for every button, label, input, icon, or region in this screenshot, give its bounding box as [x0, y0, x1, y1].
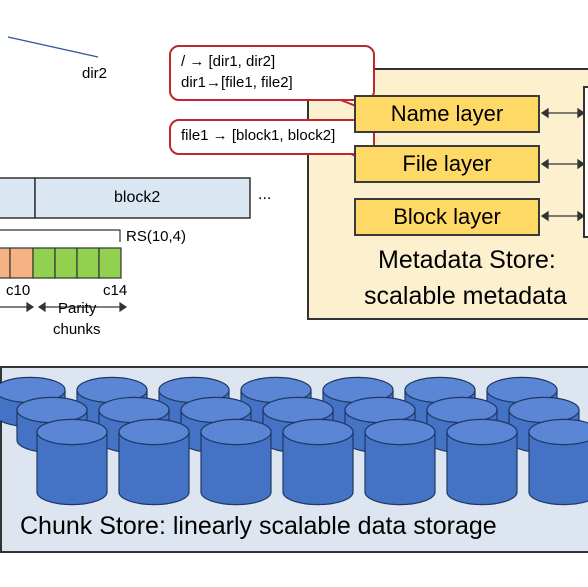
- disk-icon: [364, 418, 436, 506]
- parity-chunk-cell: [32, 247, 56, 279]
- disk-icon: [446, 418, 518, 506]
- disk-icon: [36, 418, 108, 506]
- parity-chunk-cell: [98, 247, 122, 279]
- parity-chunk-cell: [54, 247, 78, 279]
- block2-label: block2: [114, 189, 161, 206]
- chunk-row: [0, 247, 122, 279]
- name-callout-line1: / → [dir1, dir2]: [181, 53, 276, 70]
- dir2-label: dir2: [82, 65, 108, 82]
- name-layer-callout: / → [dir1, dir2] dir1→[file1, file2]: [169, 45, 375, 101]
- tree-edge: [7, 36, 99, 58]
- c10-label: c10: [6, 282, 31, 299]
- data-chunk-cell: [0, 247, 11, 279]
- disk-icon: [118, 418, 190, 506]
- name-callout-line2: dir1→[file1, file2]: [181, 74, 293, 91]
- disk-icon: [200, 418, 272, 506]
- layer-arrows: [540, 107, 586, 222]
- c14-label: c14: [103, 282, 128, 299]
- block2-bar: [34, 177, 251, 219]
- file-layer-box: File layer: [354, 145, 540, 183]
- data-chunk-cell: [9, 247, 34, 279]
- blocks-ellipsis: ...: [258, 186, 272, 203]
- block1-bar: [0, 177, 36, 219]
- rs-bracket: [0, 229, 121, 242]
- metadata-backend-box: [583, 86, 588, 238]
- chunk-range-arrows: [0, 301, 128, 313]
- parity-chunk-cell: [76, 247, 100, 279]
- disk-icon: [282, 418, 354, 506]
- file-callout-line1: file1 → [block1, block2]: [181, 127, 336, 144]
- file-layer-callout: file1 → [block1, block2]: [169, 119, 375, 155]
- name-layer-box: Name layer: [354, 95, 540, 133]
- disk-icon: [528, 418, 588, 506]
- metadata-store-title-line1: Metadata Store:: [378, 246, 556, 274]
- metadata-store-title-line2: scalable metadata: [364, 282, 567, 310]
- rs-code-label: RS(10,4): [126, 228, 187, 245]
- parity-label-line2: chunks: [53, 321, 101, 338]
- chunk-store-title: Chunk Store: linearly scalable data stor…: [20, 512, 497, 540]
- block-layer-box: Block layer: [354, 198, 540, 236]
- disk-array: [0, 376, 588, 506]
- parity-label-line1: Parity: [58, 300, 97, 317]
